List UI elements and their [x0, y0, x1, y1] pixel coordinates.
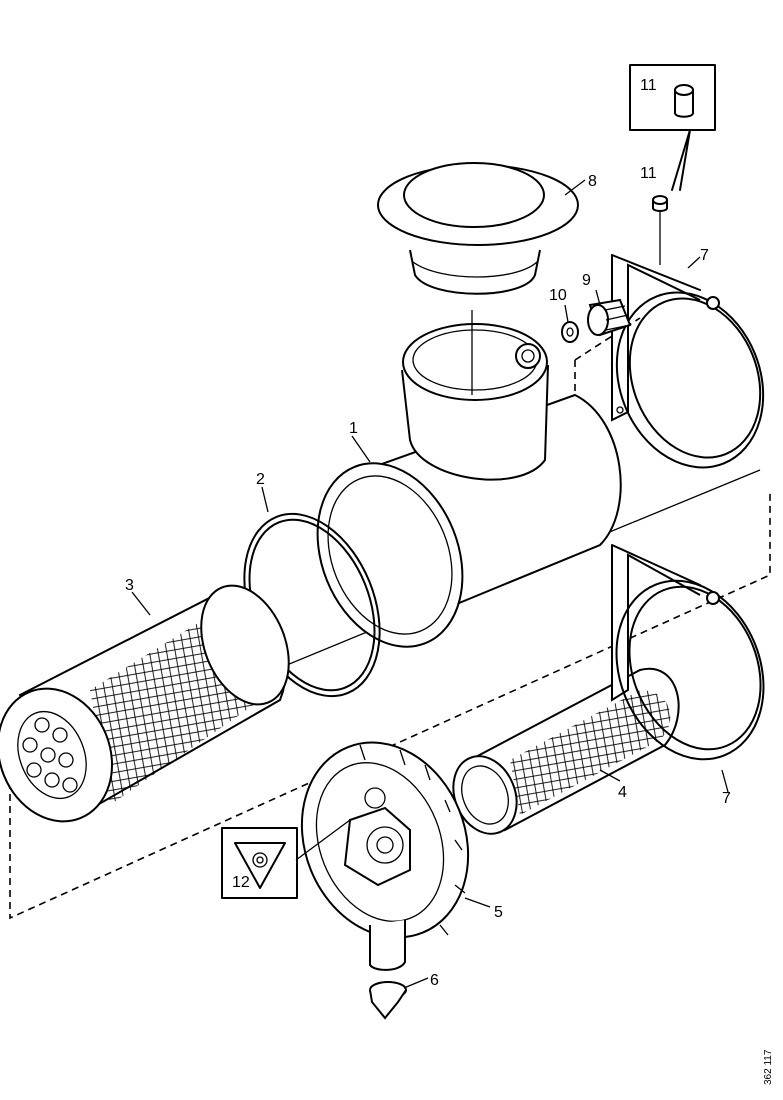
callout-8: 8 — [588, 173, 597, 190]
callout-3: 3 — [125, 577, 134, 594]
inset-box — [629, 64, 716, 191]
adapter-nipple — [561, 321, 579, 343]
filter-holes — [22, 717, 78, 793]
callout-12: 12 — [232, 874, 250, 891]
small-plug — [652, 195, 668, 265]
callout-1: 1 — [349, 420, 358, 437]
callout-6: 6 — [430, 972, 439, 989]
dust-valve — [369, 981, 407, 1020]
warning-label — [221, 819, 351, 899]
callout-7-lower: 7 — [722, 790, 731, 807]
rain-cap — [377, 162, 579, 295]
service-indicator — [587, 298, 632, 337]
safety-filter-element — [452, 667, 680, 835]
mounting-bracket-lower — [611, 544, 765, 761]
callout-11-inset: 11 — [640, 77, 657, 94]
leader-lines — [131, 179, 729, 989]
callout-2: 2 — [256, 471, 265, 488]
mounting-bracket-upper — [611, 254, 765, 469]
callout-11: 11 — [640, 165, 657, 182]
callouts: 1 2 3 4 5 6 7 7 8 9 10 11 11 12 — [125, 77, 731, 989]
callout-7-upper: 7 — [700, 247, 709, 264]
reference-number: 362 117 — [763, 1049, 774, 1085]
main-filter-element — [0, 584, 290, 823]
callout-9: 9 — [582, 272, 591, 289]
end-cover — [300, 741, 470, 971]
housing — [316, 310, 622, 648]
callout-4: 4 — [618, 784, 627, 801]
callout-5: 5 — [494, 904, 503, 921]
callout-10: 10 — [549, 287, 567, 304]
